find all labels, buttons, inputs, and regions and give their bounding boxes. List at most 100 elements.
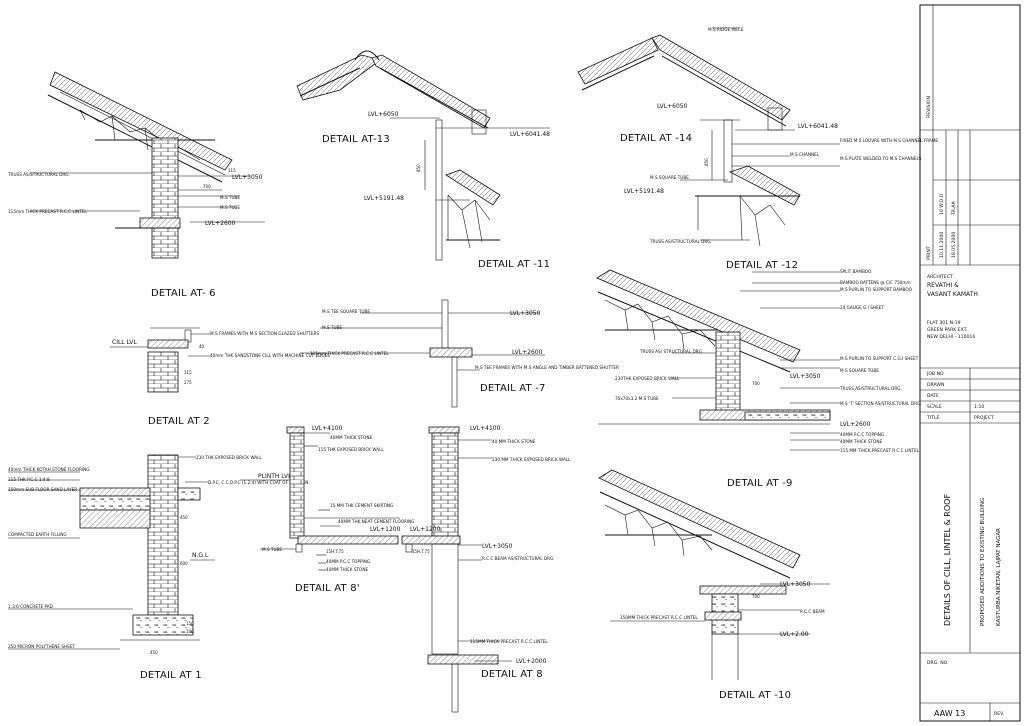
detail-title: DETAIL AT -10 bbox=[719, 690, 791, 701]
sheet-number: AAW 13 bbox=[934, 709, 965, 718]
detail-title: DETAIL AT 8' bbox=[295, 583, 360, 594]
note: M.S TEE SQUARE TUBE bbox=[322, 309, 370, 314]
note: FIXED M.S LOUVRE WITH M.S CHANNEL FRAME bbox=[840, 138, 938, 143]
note: M.S CHANNEL bbox=[790, 152, 820, 157]
level-label: LVL+3050 bbox=[482, 543, 513, 550]
date-label: DATE bbox=[927, 393, 939, 399]
level-label: LVL+2600 bbox=[205, 220, 236, 227]
level-label: PLINTH LVL bbox=[258, 473, 292, 480]
job-no-label: JOB NO bbox=[926, 371, 944, 377]
level-label: LVL+2000 bbox=[516, 658, 547, 665]
note: 150MM THICK PRECAST R.C.C LINTEL bbox=[620, 615, 698, 620]
level-label: LVL+3050 bbox=[790, 373, 821, 380]
note: R.C.C BEAM AS/STRUCTURAL DRG. bbox=[482, 556, 555, 561]
dimension: 700 bbox=[752, 594, 760, 599]
detail-1: 40mm THICK KOTAH STONE FLOORING 115 THK … bbox=[8, 454, 308, 681]
dimension: 700 bbox=[203, 184, 211, 189]
detail-7: M.S TEE SQUARE TUBE M.S TUBE 115mm THICK… bbox=[300, 299, 619, 408]
detail-title: DETAIL AT 1 bbox=[140, 670, 202, 681]
architect-name: REVATHI & bbox=[927, 282, 959, 289]
drawing-title: DETAILS OF CILL, LINTEL & ROOF bbox=[943, 494, 952, 626]
note: D.P.C, C.C.D.P.C (1:2:4) WITH COAT OF BI… bbox=[208, 480, 308, 485]
note: 40MM THK NEAT CEMENT FLOORING bbox=[338, 519, 414, 524]
detail-13: 850 LVL+6050 LVL+6041.48 LVL+5191.48 DET… bbox=[296, 50, 550, 270]
detail-title: DETAIL AT -11 bbox=[478, 259, 550, 270]
detail-title: DETAIL AT 2 bbox=[148, 416, 210, 427]
detail-9: SPLIT BAMBOO BAMBOO BATTENS @ C/C 750mm … bbox=[596, 269, 922, 489]
detail-title: DETAIL AT -12 bbox=[726, 260, 798, 271]
note: M.S RIDGE PIECE bbox=[708, 27, 744, 32]
note: 150mm SUB FLOOR SAND LAYER bbox=[8, 487, 77, 492]
print-label: PRINT bbox=[926, 246, 932, 260]
detail-2: CILL LVL M.S FRAMES WITH M.S SECTION GLA… bbox=[110, 327, 330, 427]
detail-10: LVL+3050 LVL+2.00 R.C.C BEAM 150MM THICK… bbox=[598, 469, 830, 701]
dimension: 700 bbox=[752, 381, 760, 386]
scale-label: SCALE bbox=[927, 404, 942, 410]
revision-label: REVISION bbox=[926, 96, 932, 118]
project-name: PROPOSED ADDITIONS TO EXISTING BUILDING bbox=[980, 498, 986, 626]
note: 115mm THICK PRECAST R.C.C LINTEL bbox=[310, 351, 389, 356]
note: 40 MM THICK STONE bbox=[492, 439, 536, 444]
detail-title: DETAIL AT -7 bbox=[480, 383, 546, 394]
dimension: 450 bbox=[180, 515, 188, 520]
detail-title: DETAIL AT -9 bbox=[727, 478, 793, 489]
drg-no-label: DRG. NO bbox=[927, 660, 948, 666]
level-label: LVL+3050 bbox=[232, 174, 263, 181]
address-line: FLAT 301 N-19 bbox=[927, 320, 961, 326]
note: M.S 'T' SECTION AS/STRUCTURAL DRG. bbox=[840, 401, 922, 406]
address-line: NEW DELHI - 110016 bbox=[927, 334, 975, 340]
note: 40MM P.C.C TOPPING bbox=[326, 559, 370, 564]
dimension: 15H.T.75 bbox=[412, 549, 430, 554]
level-label: LVL+1200 bbox=[370, 526, 401, 533]
level-label: LVL+2600 bbox=[512, 349, 543, 356]
note: 40MM THICK STONE bbox=[840, 439, 882, 444]
note: 40MM THICK STONE bbox=[330, 435, 372, 440]
level-label: LVL+2600 bbox=[840, 421, 871, 428]
note: M.S PURLIN TO SUPPORT BAMBOO bbox=[840, 287, 913, 292]
dimension: 100 bbox=[186, 629, 194, 634]
dimension: 150 bbox=[186, 621, 194, 626]
note: SPLIT BAMBOO bbox=[840, 269, 872, 274]
project-location: KASTURBA NIKETAN, LAJPAT NAGAR bbox=[996, 528, 1002, 626]
architect-label: ARCHITECT bbox=[927, 274, 953, 280]
note: 40mm THICK KOTAH STONE FLOORING bbox=[8, 467, 89, 472]
note: BAMBOO BATTENS @ C/C 750mm bbox=[840, 280, 911, 285]
note: 40MM THICK STONE bbox=[326, 567, 368, 572]
title-label: TITLE bbox=[926, 415, 940, 421]
level-label: LVL+2.00 bbox=[780, 631, 809, 638]
note: 115mm THICK PRECAST R.C.C LINTEL bbox=[8, 209, 87, 214]
note: 230 MM THICK EXPOSED BRICK WALL bbox=[492, 457, 571, 462]
dimension: 600 bbox=[180, 561, 188, 566]
level-label: LVL+6050 bbox=[657, 103, 688, 110]
note: TRUSS AS/ STRUCTURAL DRG. bbox=[639, 349, 703, 354]
note: 15 MM THK CEMENT SKIRTING bbox=[330, 503, 393, 508]
level-label: LVL+4100 bbox=[312, 425, 343, 432]
scale-value: 1:10 bbox=[974, 404, 984, 410]
level-label: LVL+4100 bbox=[470, 425, 501, 432]
note: 40mm THK SANDSTONE CILL WITH MACHINE CUT… bbox=[210, 353, 330, 358]
architect-name: VASANT KAMATH bbox=[927, 291, 978, 298]
note: M.S TEE FRAMES WITH M.S ANGLE AND TIMBER… bbox=[475, 365, 619, 370]
level-label: LVL+3050 bbox=[510, 310, 541, 317]
dimension: 15H.T.75 bbox=[326, 549, 344, 554]
note: M.S FRAMES WITH M.S SECTION GLAZED SHUTT… bbox=[210, 331, 319, 336]
rev-label: REV. bbox=[994, 711, 1004, 717]
dimension: 275 bbox=[184, 380, 192, 385]
level-label: LVL+3050 bbox=[780, 581, 811, 588]
level-label: LVL+5191.48 bbox=[364, 195, 404, 202]
level-label: LVL+6041.48 bbox=[510, 131, 550, 138]
dimension: 115 bbox=[228, 168, 236, 173]
print-row: 10 W.D.O bbox=[939, 193, 945, 215]
note: TRUSS AS/STRUCTURAL DRG. bbox=[649, 239, 712, 244]
note: 1:3:6 CONCRETE PAD bbox=[8, 604, 53, 609]
note: 115 THK EXPOSED BRICK WALL bbox=[318, 447, 384, 452]
note: M.S TUBE bbox=[322, 325, 342, 330]
print-row: 18.05.2000 bbox=[951, 232, 957, 258]
detail-6: LVL+3050 LVL+2600 TRUSS AS/STRUCTURAL DR… bbox=[7, 71, 265, 299]
note: R.C.C BEAM bbox=[800, 609, 825, 614]
level-label: LVL+1200 bbox=[410, 526, 441, 533]
title-block: REVISION PRINT 10.11.2000 18.05.2000 10 … bbox=[919, 4, 1021, 722]
detail-title: DETAIL AT- 6 bbox=[151, 288, 216, 299]
note: 70x70x3.2 M.S TUBE bbox=[615, 396, 659, 401]
